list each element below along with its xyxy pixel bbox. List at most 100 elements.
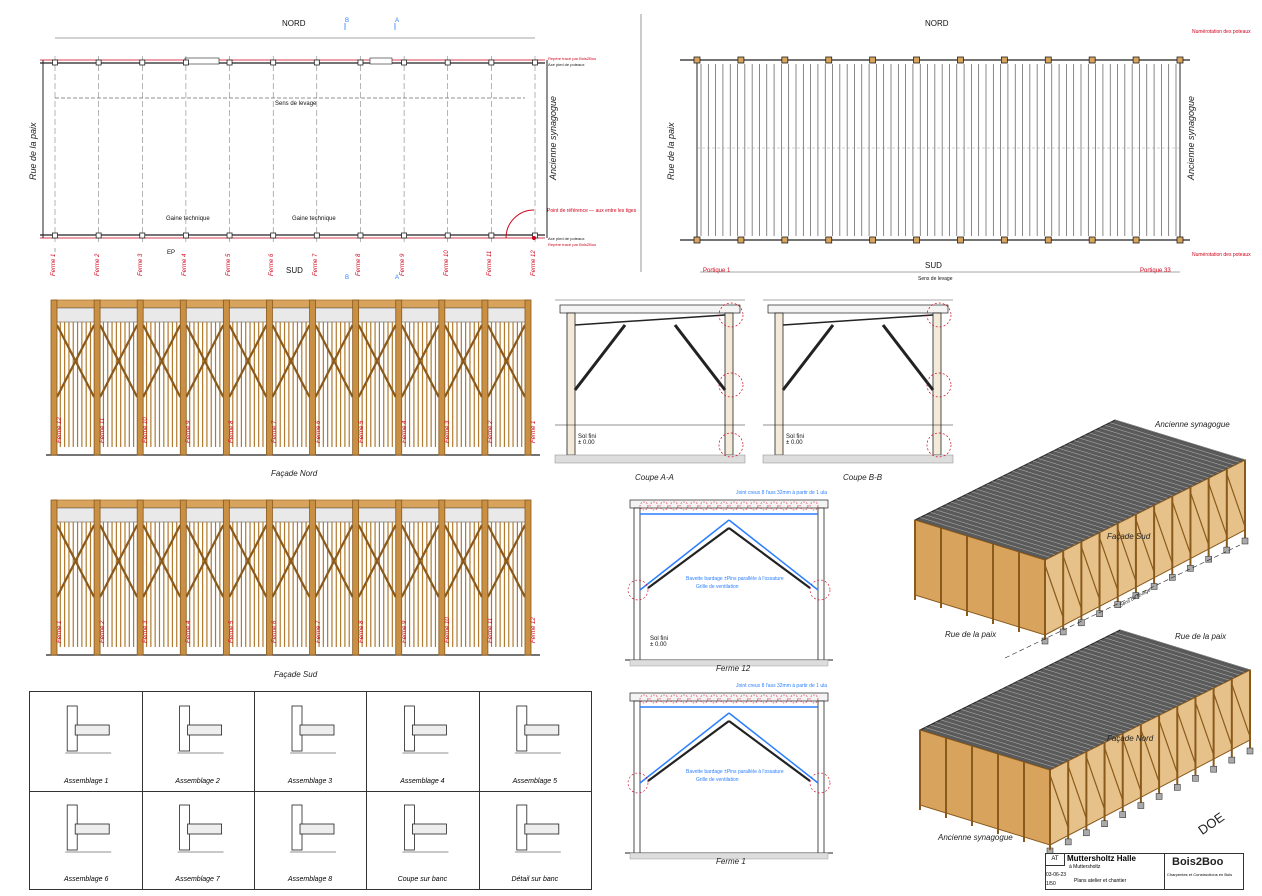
plan-opening-1 [184, 57, 220, 65]
plan-opening-2 [369, 57, 393, 65]
iso-top-roof-lath [1063, 445, 1194, 486]
plan-post [532, 59, 538, 66]
fs-brace [56, 524, 96, 598]
iso-top-roof-lath [1053, 450, 1184, 491]
iso-top-footing [1150, 583, 1158, 590]
title-subject: Plans atelier et chantier [1074, 878, 1127, 884]
plan-east-label: Ancienne synagogue [548, 95, 558, 180]
iso-top-footing [1132, 592, 1140, 599]
plan-section-a-bottom: A [395, 275, 400, 281]
plan-west-label: Rue de la paix [28, 122, 38, 180]
title-project: Muttersholtz Halle [1067, 854, 1136, 863]
iso-top-roof-lath [920, 517, 1051, 558]
fn-ferme-label: Ferme 2 [487, 420, 494, 443]
iso-synagogue-top: Ancienne synagogue [1155, 420, 1230, 429]
assemblage-cell: Assemblage 4 [366, 691, 480, 792]
iso-bottom-footing [1119, 811, 1126, 818]
iso-top-brace [1098, 537, 1119, 590]
posts-post [913, 236, 920, 244]
iso-bottom-roof-lath [1022, 678, 1153, 719]
plan-repere-s: Axe pied de poteaux [548, 236, 585, 241]
posts-post [825, 56, 833, 64]
iso-top-footing [1096, 610, 1103, 617]
iso-bottom-footing [1137, 802, 1145, 809]
assemblage-piece [411, 724, 447, 736]
plan-reference-point [532, 236, 536, 240]
iso-bottom-roof-lath [1073, 652, 1204, 694]
iso-top-roof-lath [1043, 455, 1174, 497]
iso-top-roof-lath [996, 478, 1128, 520]
posts-post [825, 236, 833, 244]
iso-rue-paix: Rue de la paix [945, 630, 997, 639]
ferme12-roof [629, 499, 829, 509]
iso-top-roof-lath [1022, 465, 1153, 507]
iso-top-roof-lath [1038, 458, 1169, 499]
fn-ferme-label: Ferme 7 [272, 420, 279, 443]
posts-post [1088, 56, 1096, 64]
posts-post [737, 236, 745, 244]
posts-sens-levage: Sens de levage [918, 276, 953, 282]
iso-top-roof-lath [945, 504, 1076, 545]
iso-top-brace [1135, 519, 1155, 572]
ferme12-post-left [633, 507, 641, 661]
posts-post [693, 236, 701, 244]
posts-portique-1: Portique 1 [703, 268, 731, 274]
iso-bottom-roof-lath [1084, 647, 1215, 689]
fs-post [136, 499, 144, 656]
iso-bottom-roof-lath [960, 709, 1092, 750]
iso-bottom-roof-lath [991, 693, 1122, 735]
fs-beam [53, 499, 529, 509]
iso-bottom-roof-lath [1109, 634, 1240, 676]
coupe-a-sol-val: ± 0.00 [578, 440, 595, 446]
plan-ferme-label: Ferme 10 [443, 250, 450, 276]
fs-brace [228, 524, 268, 598]
assemblage-piece [187, 724, 223, 736]
iso-top-footing [1241, 537, 1249, 545]
coupe-a-caption: Coupe A-A [635, 473, 674, 482]
coupe-a-slab [554, 454, 746, 464]
ferme1-detail-top [719, 694, 729, 704]
assemblage-cell: Assemblage 6 [29, 790, 144, 890]
ferme1-slab [629, 852, 829, 860]
plan-ferme-label: Ferme 5 [225, 253, 232, 276]
iso-facade-nord: Façade Nord [1107, 734, 1154, 743]
fn-ferme-label: Ferme 6 [315, 420, 322, 443]
ferme1-detail-left [627, 772, 649, 794]
iso-bottom-roof-lath [1027, 675, 1158, 717]
fs-ferme-label: Ferme 6 [272, 620, 279, 643]
iso-bottom-roof-lath [1119, 629, 1251, 671]
ferme12-detail-top [799, 501, 809, 511]
assemblage-piece [524, 724, 560, 736]
assemblage-piece [299, 724, 335, 736]
plan-ferme-label: Ferme 8 [356, 253, 363, 276]
title-company: Bois2Boo [1172, 856, 1224, 868]
iso-bottom-roof-lath [1001, 688, 1133, 730]
coupe-a-detail-2 [718, 372, 744, 398]
assemblage-piece [187, 823, 223, 835]
fs-post [309, 499, 316, 656]
iso-top-roof-lath [966, 494, 1097, 535]
plan-ferme-label: Ferme 1 [51, 253, 57, 276]
iso-top-roof-lath [1079, 437, 1210, 479]
plan-south-label: SUD [286, 266, 303, 275]
coupe-a-tie [574, 314, 726, 326]
plan-post [313, 232, 320, 239]
ferme1-roof [629, 692, 829, 702]
iso-bottom-brace [1231, 683, 1251, 737]
fn-brace [228, 324, 268, 398]
ferme12-sol: Sol fini [650, 636, 669, 642]
fn-brace [486, 324, 526, 398]
iso-top-footing [1187, 565, 1194, 572]
ferme12-detail-top [709, 501, 719, 511]
iso-bottom-roof-lath [1063, 658, 1194, 699]
ferme12-post-right [817, 507, 825, 661]
ferme12-detail-top [749, 501, 759, 511]
fs-post [352, 499, 360, 656]
ferme1-detail-top [729, 694, 739, 704]
iso-top-roof-lath [1109, 422, 1240, 463]
ferme12-detail-left [627, 579, 649, 601]
iso-bottom-brace [1140, 729, 1160, 782]
plan-post [52, 59, 58, 66]
plan-ferme-label: Ferme 2 [94, 253, 101, 276]
fn-brace [185, 324, 225, 398]
